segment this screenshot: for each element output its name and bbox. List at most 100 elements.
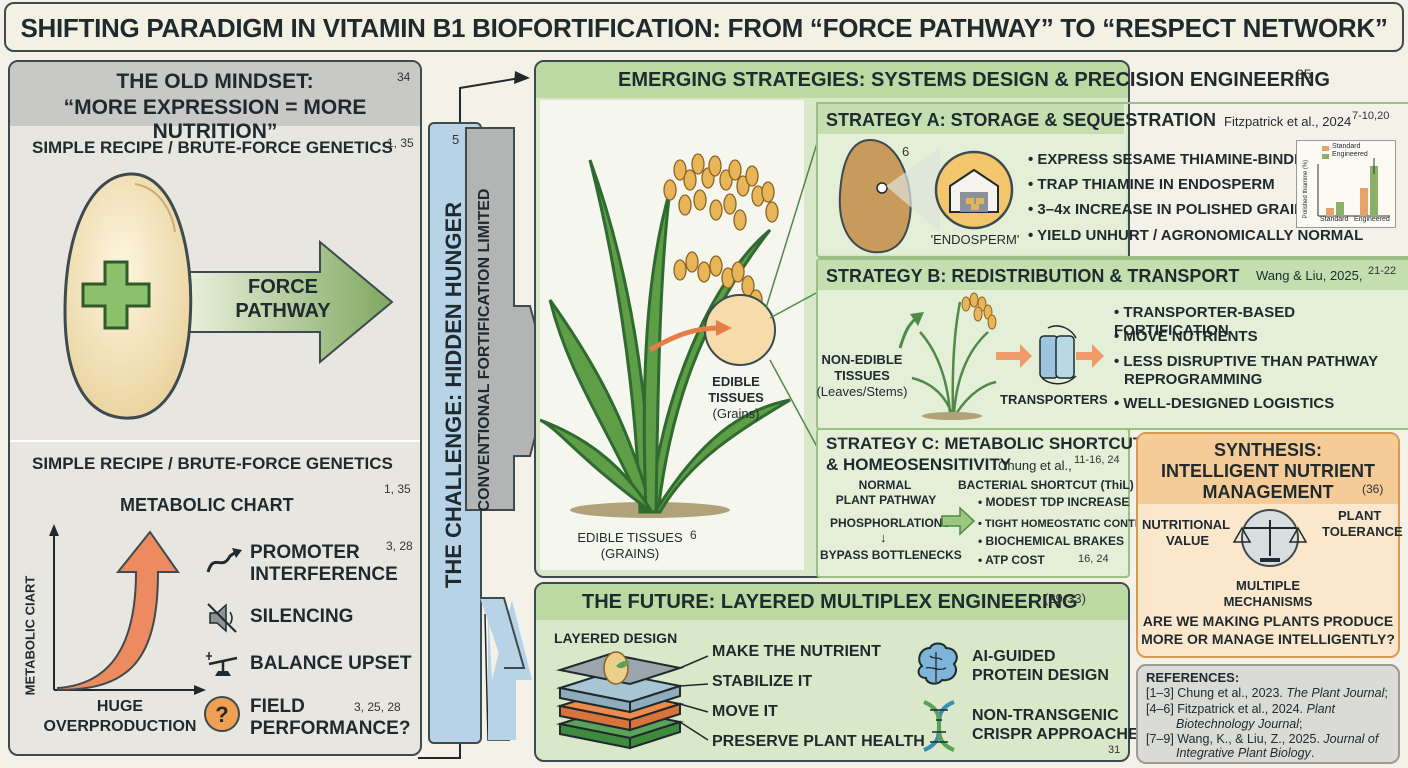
strategy-b-citation: Wang & Liu, 2025, xyxy=(1256,268,1363,283)
mini-chart-x-2: Engineered xyxy=(1354,216,1390,223)
mini-chart-legend-1: Standard xyxy=(1332,143,1361,150)
transporters-label: TRANSPORTERS xyxy=(1000,392,1108,407)
strategy-a-heading: STRATEGY A: STORAGE & SEQUESTRATION xyxy=(826,110,1217,130)
strategy-c-heading-2: & HOMEOSENSITIVITY xyxy=(826,455,1012,474)
mini-chart xyxy=(1296,140,1396,228)
strategy-b-bullet-3: • LESS DISRUPTIVE THAN PATHWAY xyxy=(1114,353,1379,370)
strategy-a-header xyxy=(818,104,1124,134)
plant-label-1: EDIBLE xyxy=(712,374,760,389)
endosperm-illustration xyxy=(838,138,1014,254)
synthesis-bottom-1: MULTIPLE xyxy=(1235,578,1301,593)
layered-design-label: LAYERED DESIGN xyxy=(554,630,678,646)
strategy-a-bullet-4: • YIELD UNHURT / AGRONOMICALLY NORMAL xyxy=(1028,227,1364,244)
strategy-a-bullet-1-text: EXPRESS SESAME THIAMINE-BINDING xyxy=(1037,151,1321,168)
wave-arrow-icon xyxy=(206,548,242,573)
page-title: SHIFTING PARADIGM IN VITAMIN B1 BIOFORTI… xyxy=(20,13,1388,43)
endosperm-label: 'ENDOSPERM' xyxy=(930,232,1020,247)
item-field-2: PERFORMANCE? xyxy=(250,718,411,739)
emerging-header xyxy=(536,62,1128,98)
emerging-heading: EMERGING STRATEGIES: SYSTEMS DESIGN & PR… xyxy=(618,69,1330,91)
strategy-a-bullet-2-text: TRAP THIAMINE IN ENDOSPERM xyxy=(1037,176,1275,193)
layer-1: MAKE THE NUTRIENT xyxy=(712,643,881,660)
strategy-b-bullet-2-text: MOVE NUTRIENTS xyxy=(1123,328,1258,345)
phospho-down-arrow: ↓ xyxy=(880,530,887,545)
challenge-sub-label: CONVENTIONAL FORTIFICATION LIMITED xyxy=(476,188,493,512)
item-balance: BALANCE UPSET xyxy=(250,653,412,674)
old-mindset-header: THE OLD MINDSET: “MORE EXPRESSION = MORE… xyxy=(10,62,420,143)
old-subtitle-1-ref: 1, 35 xyxy=(387,136,414,150)
strategy-b-left-label-2: TISSUES xyxy=(834,368,890,383)
strategy-a-grain-ref: 6 xyxy=(902,144,910,159)
redistribution-illustration xyxy=(898,292,1104,420)
crispr-ref: 31 xyxy=(1108,744,1121,756)
strategy-c-bullet-2-text: TIGHT HOMEOSTATIC CONTROL xyxy=(984,518,1159,530)
layered-stack-illustration xyxy=(556,651,709,750)
reference-line-3: Biotechnology Journal; xyxy=(1176,717,1302,731)
reference-line-2: [4–6] Fitzpatrick et al., 2024. Plant xyxy=(1146,702,1335,716)
reference-3-journal: Biotechnology Journal xyxy=(1176,717,1299,731)
old-subtitle-2-ref: 1, 35 xyxy=(384,482,411,496)
plant-label-3: (Grains) xyxy=(712,406,760,421)
strategy-a-bullet-4-text: YIELD UNHURT / AGRONOMICALLY NORMAL xyxy=(1037,227,1364,244)
strategy-b-bullet-1-text: TRANSPORTER-BASED FORTIFICATION xyxy=(1114,304,1296,339)
layer-4: PRESERVE PLANT HEALTH xyxy=(712,733,925,750)
synthesis-left-2: VALUE xyxy=(1166,533,1210,548)
strategy-b-bullet-4-text: WELL-DESIGNED LOGISTICS xyxy=(1123,395,1335,412)
reference-1-journal: The Plant Journal xyxy=(1286,686,1385,700)
reference-1-pre: [1–3] Chung et al., 2023. xyxy=(1146,686,1287,700)
challenge-arrows xyxy=(465,127,552,740)
mini-chart-plot xyxy=(1317,146,1390,217)
reference-2-pre: [4–6] Fitzpatrick et al., 2024. xyxy=(1146,702,1307,716)
references-panel xyxy=(1136,664,1400,764)
ai-guided-2: PROTEIN DESIGN xyxy=(972,667,1109,684)
strategy-a-bullet-1: • EXPRESS SESAME THIAMINE-BINDING xyxy=(1028,151,1321,168)
reference-4-journal: Journal of xyxy=(1323,732,1379,746)
title-bar: SHIFTING PARADIGM IN VITAMIN B1 BIOFORTI… xyxy=(4,2,1404,52)
crispr-2: CRISPR APPROACHES xyxy=(972,726,1150,743)
item-field-ref: 3, 25, 28 xyxy=(354,700,401,714)
strategy-b-bullet-3b: REPROGRAMMING xyxy=(1124,371,1263,388)
metabolic-chart-y-label: METABOLIC CIART xyxy=(22,575,38,696)
synthesis-heading-1: SYNTHESIS: xyxy=(1213,440,1323,460)
plant-bottom-label-1: EDIBLE TISSUES xyxy=(577,530,683,545)
plant-bottom-ref: 6 xyxy=(690,528,697,542)
reference-5-journal: Integrative Plant Biology xyxy=(1176,746,1311,760)
reference-5-post: . xyxy=(1310,746,1315,760)
challenge-ref: 5 xyxy=(452,132,460,147)
ai-guided-1: AI-GUIDED xyxy=(972,648,1056,665)
strategy-c-bullet-3: • BIOCHEMICAL BRAKES xyxy=(978,534,1124,548)
synthesis-right-2: TOLERANCE xyxy=(1322,524,1403,539)
future-ref: (29-33) xyxy=(1044,591,1086,606)
item-promoter-2: INTERFERENCE xyxy=(250,564,398,585)
item-field-1: FIELD xyxy=(250,696,305,717)
old-mindset-panel: THE OLD MINDSET: “MORE EXPRESSION = MORE… xyxy=(8,60,422,756)
strategy-c-heading-1: STRATEGY C: METABOLIC SHORTCUTS xyxy=(826,434,1155,453)
strategy-c-bullet-4-text: ATP COST xyxy=(985,553,1045,567)
crispr-1: NON-TRANSGENIC xyxy=(972,707,1119,724)
synthesis-right-1: PLANT xyxy=(1338,508,1382,523)
strategy-b-left-label-3: (Leaves/Stems) xyxy=(816,384,908,399)
mini-chart-legend-2: Engineered xyxy=(1332,151,1368,158)
reference-line-1: [1–3] Chung et al., 2023. The Plant Jour… xyxy=(1146,686,1388,700)
synthesis-left-1: NUTRITIONAL xyxy=(1142,517,1231,532)
reference-1-post: ; xyxy=(1384,686,1388,700)
bacterial-shortcut-label: BACTERIAL SHORTCUT (ThiL) xyxy=(958,478,1134,492)
metabolic-chart xyxy=(49,524,206,695)
balance-scale-illustration xyxy=(1232,509,1308,567)
strategy-b-header xyxy=(818,260,1408,290)
metabolic-chart-x-label-1: HUGE xyxy=(96,698,144,715)
layer-3: MOVE IT xyxy=(712,703,778,720)
metabolic-chart-title: METABOLIC CHART xyxy=(120,495,294,515)
normal-pathway-1: NORMAL xyxy=(858,478,912,492)
item-promoter-ref: 3, 28 xyxy=(386,539,413,553)
shortcut-arrow-icon xyxy=(941,506,976,536)
future-heading: THE FUTURE: LAYERED MULTIPLEX ENGINEERIN… xyxy=(582,591,1078,613)
old-mindset-heading-2: “MORE EXPRESSION = MORE NUTRITION” xyxy=(63,96,367,143)
rice-plant-illustration xyxy=(540,153,791,518)
strategy-a-bullet-3-text: 3–4x INCREASE IN POLISHED GRAIN xyxy=(1037,201,1305,218)
strategy-b-bullet-4: • WELL-DESIGNED LOGISTICS xyxy=(1114,395,1335,412)
reference-line-4: [7–9] Wang, K., & Liu, Z., 2025. Journal… xyxy=(1146,732,1378,746)
reference-2-journal: Plant xyxy=(1306,702,1336,716)
strategy-c-bullet-2: • TIGHT HOMEOSTATIC CONTROL xyxy=(978,518,1159,530)
strategy-c-bullet-1: • MODEST TDP INCREASE xyxy=(978,495,1130,509)
